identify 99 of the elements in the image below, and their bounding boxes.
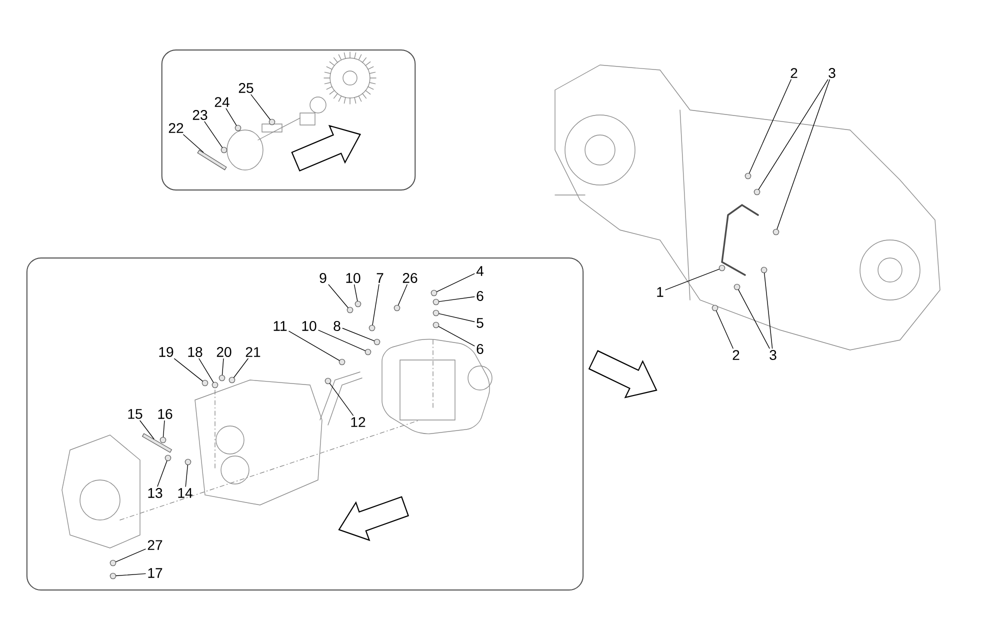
callout-number: 22 xyxy=(168,123,184,133)
part-drawing xyxy=(212,382,218,388)
callout-number: 1 xyxy=(657,287,664,297)
leader-line xyxy=(116,573,146,576)
leader-line xyxy=(226,108,237,126)
leader-line xyxy=(776,79,830,230)
part-drawing xyxy=(744,172,752,180)
leader-line xyxy=(157,460,168,487)
part-drawing xyxy=(368,324,376,332)
leader-line xyxy=(438,326,475,346)
part-drawing xyxy=(268,118,276,126)
callout-number: 27 xyxy=(148,540,162,550)
leader-line xyxy=(328,284,348,308)
part-drawing xyxy=(772,228,780,236)
leader-line xyxy=(716,310,734,349)
part-drawing xyxy=(234,124,242,132)
leader-line xyxy=(764,272,773,349)
part-drawing xyxy=(324,378,332,384)
leader-line xyxy=(438,313,475,322)
part-drawing xyxy=(110,572,116,580)
callout-number: 7 xyxy=(376,273,384,283)
leader-line xyxy=(342,328,374,342)
part-drawing xyxy=(338,358,346,366)
leader-line xyxy=(330,383,354,416)
callout-number: 8 xyxy=(334,321,340,331)
part-drawing xyxy=(110,560,116,566)
callout-number: 25 xyxy=(238,83,254,93)
part-drawing xyxy=(220,146,228,154)
callout-number: 2 xyxy=(790,68,798,78)
leader-line xyxy=(234,358,248,378)
leader-line xyxy=(738,289,770,349)
leader-line xyxy=(438,296,475,302)
callout-number: 21 xyxy=(246,347,260,357)
callout-number: 19 xyxy=(159,347,174,357)
callout-number: 24 xyxy=(214,97,230,107)
leader-line xyxy=(198,358,214,383)
leader-line xyxy=(222,358,224,376)
part-drawing xyxy=(142,433,172,453)
part-drawing xyxy=(228,376,236,384)
callout-number: 20 xyxy=(216,347,232,357)
part-drawing xyxy=(354,300,362,308)
callout-number: 26 xyxy=(402,273,418,283)
part-drawing xyxy=(197,150,227,170)
leader-line xyxy=(204,121,223,148)
callout-number: 14 xyxy=(178,488,192,498)
callout-number: 6 xyxy=(476,344,484,354)
leader-line xyxy=(174,358,203,382)
part-drawing xyxy=(760,266,768,274)
leader-line xyxy=(183,134,204,153)
leader-line xyxy=(758,79,828,190)
leader-line xyxy=(250,94,270,120)
part-drawing xyxy=(430,290,438,296)
leader-line xyxy=(665,268,720,290)
callout-number: 10 xyxy=(302,321,316,331)
part-drawing xyxy=(432,310,440,316)
part-drawing xyxy=(374,338,380,346)
part-drawing xyxy=(734,284,740,290)
panel-frame xyxy=(161,50,416,191)
leader-line xyxy=(185,464,188,487)
callout-number: 3 xyxy=(828,68,836,78)
callout-number: 6 xyxy=(476,291,484,301)
part-drawing xyxy=(202,380,208,386)
leader-line xyxy=(140,420,154,440)
part-drawing xyxy=(346,306,354,314)
part-drawing xyxy=(164,454,172,462)
callout-number: 11 xyxy=(274,321,287,331)
callout-number: 4 xyxy=(476,266,484,276)
part-drawing xyxy=(184,458,192,466)
part-drawing xyxy=(364,348,372,356)
callout-number: 16 xyxy=(158,409,172,419)
callout-number: 10 xyxy=(346,273,360,283)
callout-number: 3 xyxy=(770,350,776,360)
callout-number: 18 xyxy=(188,347,202,357)
leader-line xyxy=(372,284,380,326)
callout-number: 12 xyxy=(351,417,366,427)
leader-line xyxy=(288,330,340,361)
callout-number: 2 xyxy=(732,350,740,360)
panel-frame xyxy=(26,257,584,591)
callout-number: 15 xyxy=(128,409,142,419)
leader-line xyxy=(318,330,366,352)
leader-line xyxy=(748,79,792,174)
callout-number: 9 xyxy=(320,273,326,283)
leader-line xyxy=(354,284,358,302)
leader-line xyxy=(398,284,408,306)
leader-line xyxy=(436,273,475,292)
part-drawing xyxy=(712,304,718,312)
callout-number: 23 xyxy=(192,110,208,120)
part-drawing xyxy=(432,298,440,306)
callout-number: 17 xyxy=(148,568,162,578)
part-drawing xyxy=(160,436,166,444)
leader-line xyxy=(116,548,146,562)
leader-line xyxy=(162,420,165,438)
part-drawing xyxy=(218,374,226,382)
part-drawing xyxy=(432,322,440,328)
callout-number: 5 xyxy=(476,318,484,328)
part-drawing xyxy=(718,264,726,272)
part-drawing xyxy=(394,304,400,312)
part-drawing xyxy=(754,188,760,196)
callout-number: 13 xyxy=(148,488,162,498)
